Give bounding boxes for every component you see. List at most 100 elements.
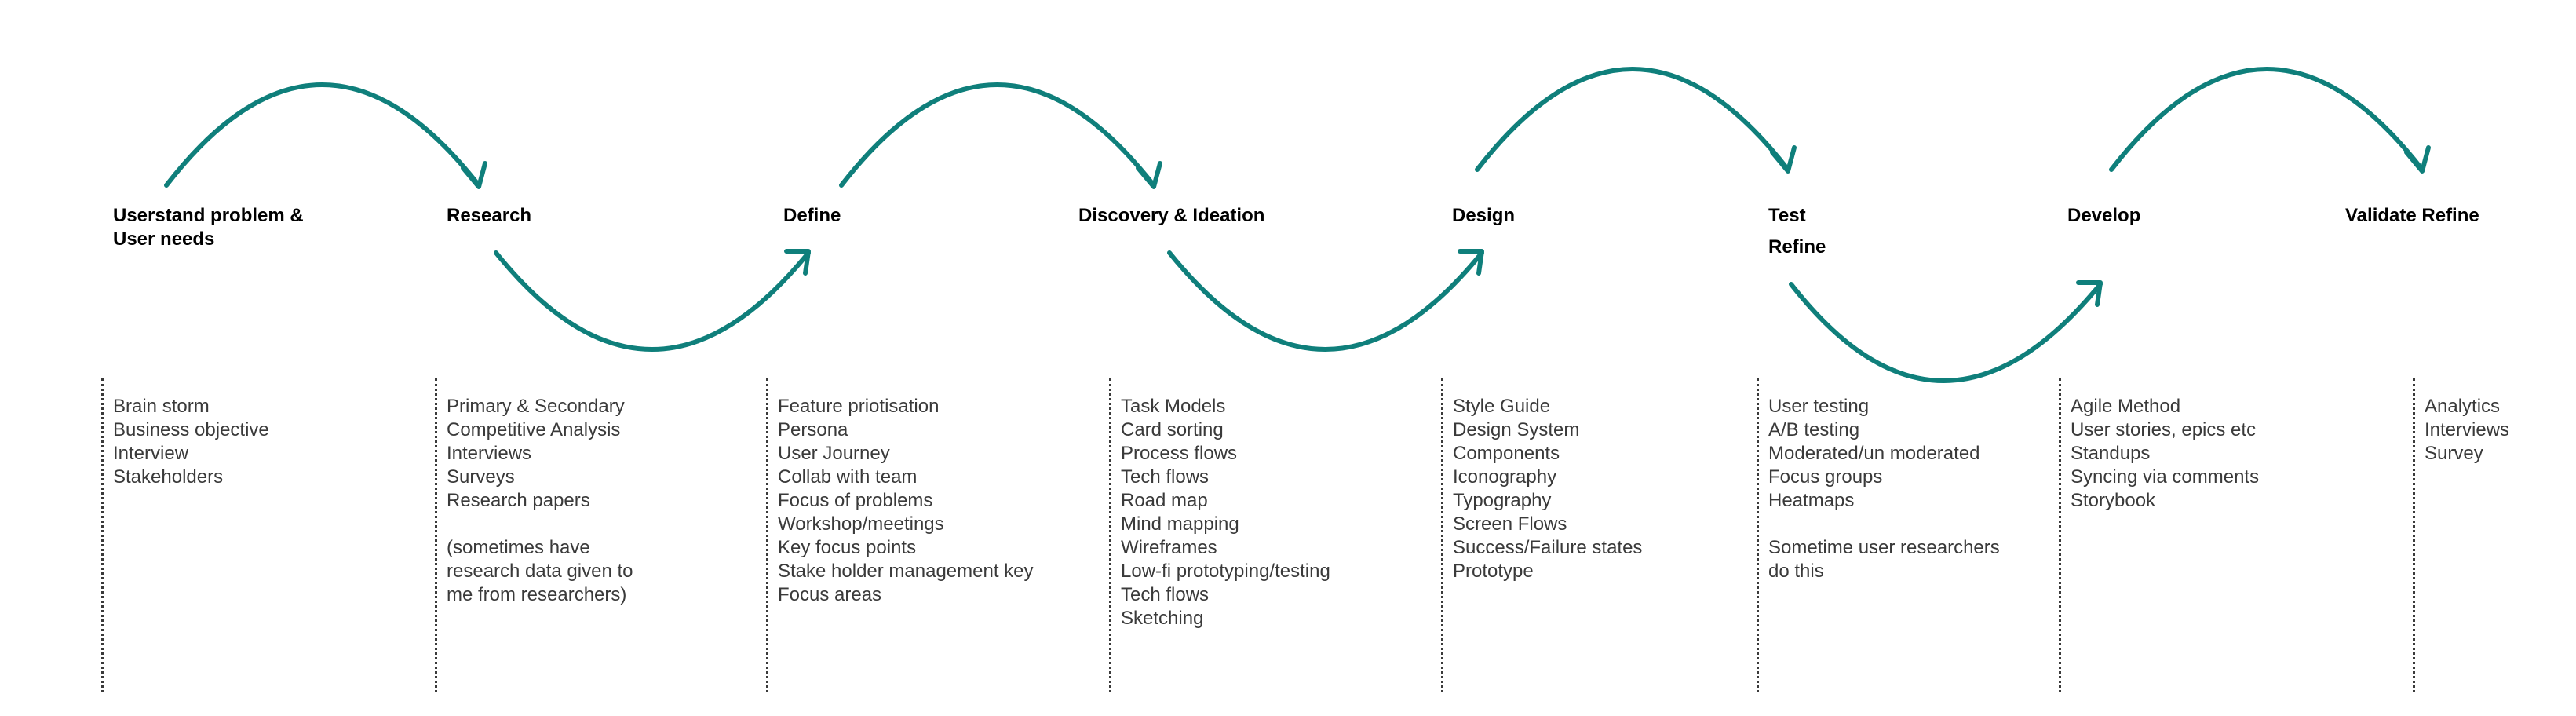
list-item: Components <box>1453 443 1560 464</box>
list-item: Style Guide <box>1453 396 1551 417</box>
stage-title-understand: Userstand problem &User needs <box>113 204 304 251</box>
list-item: Storybook <box>2071 490 2156 511</box>
list-item: Feature priotisation <box>778 396 940 417</box>
list-item: User stories, epics etc <box>2071 419 2257 440</box>
list-item: (sometimes have <box>447 537 590 558</box>
list-item: do this <box>1768 561 1824 582</box>
column-divider-research <box>435 378 437 692</box>
arrow-design-to-test <box>1475 67 1790 172</box>
list-item: Survey <box>2425 443 2483 464</box>
list-item: Prototype <box>1453 561 1534 582</box>
stage-title-line: Design <box>1452 205 1516 226</box>
arrow-understand-to-research <box>164 82 481 188</box>
stage-title-line: Develop <box>2067 205 2141 226</box>
list-item: Workshop/meetings <box>778 513 944 535</box>
list-item: Heatmaps <box>1768 490 1855 511</box>
arrowhead-icon <box>461 161 487 189</box>
arrow-discovery-to-design <box>1167 250 1484 352</box>
list-item: Low-fi prototyping/testing <box>1121 561 1330 582</box>
arrowhead-icon <box>2404 145 2431 174</box>
list-item: Card sorting <box>1121 419 1224 440</box>
column-divider-discovery <box>1109 378 1111 692</box>
list-item: Primary & Secondary <box>447 396 625 417</box>
stage-title-line: Define <box>783 205 841 226</box>
column-divider-understand <box>101 378 104 692</box>
list-item: Brain storm <box>113 396 210 417</box>
list-item: Key focus points <box>778 537 917 558</box>
arrowhead-icon <box>2076 280 2103 307</box>
arrowhead-icon <box>1770 145 1797 174</box>
list-item <box>1768 513 2000 536</box>
arrow-define-to-discovery <box>839 82 1156 188</box>
list-item: Interview <box>113 443 189 464</box>
stage-title-line: Research <box>447 205 532 226</box>
list-item: Focus groups <box>1768 466 1883 488</box>
list-item: A/B testing <box>1768 419 1860 440</box>
list-item: Process flows <box>1121 443 1238 464</box>
list-item: Collab with team <box>778 466 918 488</box>
list-item: Sometime user researchers <box>1768 537 2000 558</box>
column-divider-develop <box>2059 378 2061 692</box>
list-item: Design System <box>1453 419 1580 440</box>
arrowhead-icon <box>1458 249 1484 276</box>
list-item: Tech flows <box>1121 584 1210 605</box>
arrow-research-to-define <box>494 250 811 352</box>
stage-title-line: Test <box>1768 205 1806 226</box>
arrow-test-to-develop <box>1789 282 2103 383</box>
list-item: Stakeholders <box>113 466 224 488</box>
list-item: Business objective <box>113 419 269 440</box>
stage-title-discovery: Discovery & Ideation <box>1078 204 1264 228</box>
list-item: Tech flows <box>1121 466 1210 488</box>
stage-title-validate: Validate Refine <box>2345 204 2479 228</box>
list-item: Typography <box>1453 490 1552 511</box>
list-item: Moderated/un moderated <box>1768 443 1980 464</box>
list-item <box>447 513 633 536</box>
stage-title-line: Userstand problem & <box>113 205 304 226</box>
list-item: Task Models <box>1121 396 1226 417</box>
list-item: Focus of problems <box>778 490 933 511</box>
arrow-develop-to-validate <box>2109 67 2425 172</box>
column-divider-test <box>1757 378 1759 692</box>
stage-title-line: Discovery & Ideation <box>1078 205 1265 226</box>
list-item: Focus areas <box>778 584 882 605</box>
arrowhead-icon <box>1136 161 1162 189</box>
list-item: Interviews <box>447 443 532 464</box>
list-item: User Journey <box>778 443 890 464</box>
stage-title-line: Refine <box>1768 236 1826 258</box>
list-item: research data given to <box>447 561 633 582</box>
list-item: Sketching <box>1121 608 1204 629</box>
list-item: Mind mapping <box>1121 513 1239 535</box>
stage-title-research: Research <box>447 204 531 228</box>
list-item: Success/Failure states <box>1453 537 1643 558</box>
list-item: me from researchers) <box>447 584 627 605</box>
list-item: Iconography <box>1453 466 1557 488</box>
stage-title-line: User needs <box>113 228 215 250</box>
list-item: Syncing via comments <box>2071 466 2260 488</box>
list-item: Competitive Analysis <box>447 419 621 440</box>
arrowhead-icon <box>784 249 811 276</box>
stage-title-define: Define <box>783 204 841 228</box>
stage-title-develop: Develop <box>2067 204 2140 228</box>
list-item: Interviews <box>2425 419 2510 440</box>
list-item: Screen Flows <box>1453 513 1567 535</box>
list-item: Road map <box>1121 490 1208 511</box>
list-item: Persona <box>778 419 848 440</box>
list-item: Agile Method <box>2071 396 2181 417</box>
list-item: Research papers <box>447 490 590 511</box>
stage-title-line: Validate Refine <box>2345 205 2479 226</box>
stage-title-design: Design <box>1452 204 1515 228</box>
column-divider-define <box>766 378 768 692</box>
column-divider-validate <box>2413 378 2415 692</box>
list-item: Stake holder management key <box>778 561 1034 582</box>
list-item: Analytics <box>2425 396 2501 417</box>
